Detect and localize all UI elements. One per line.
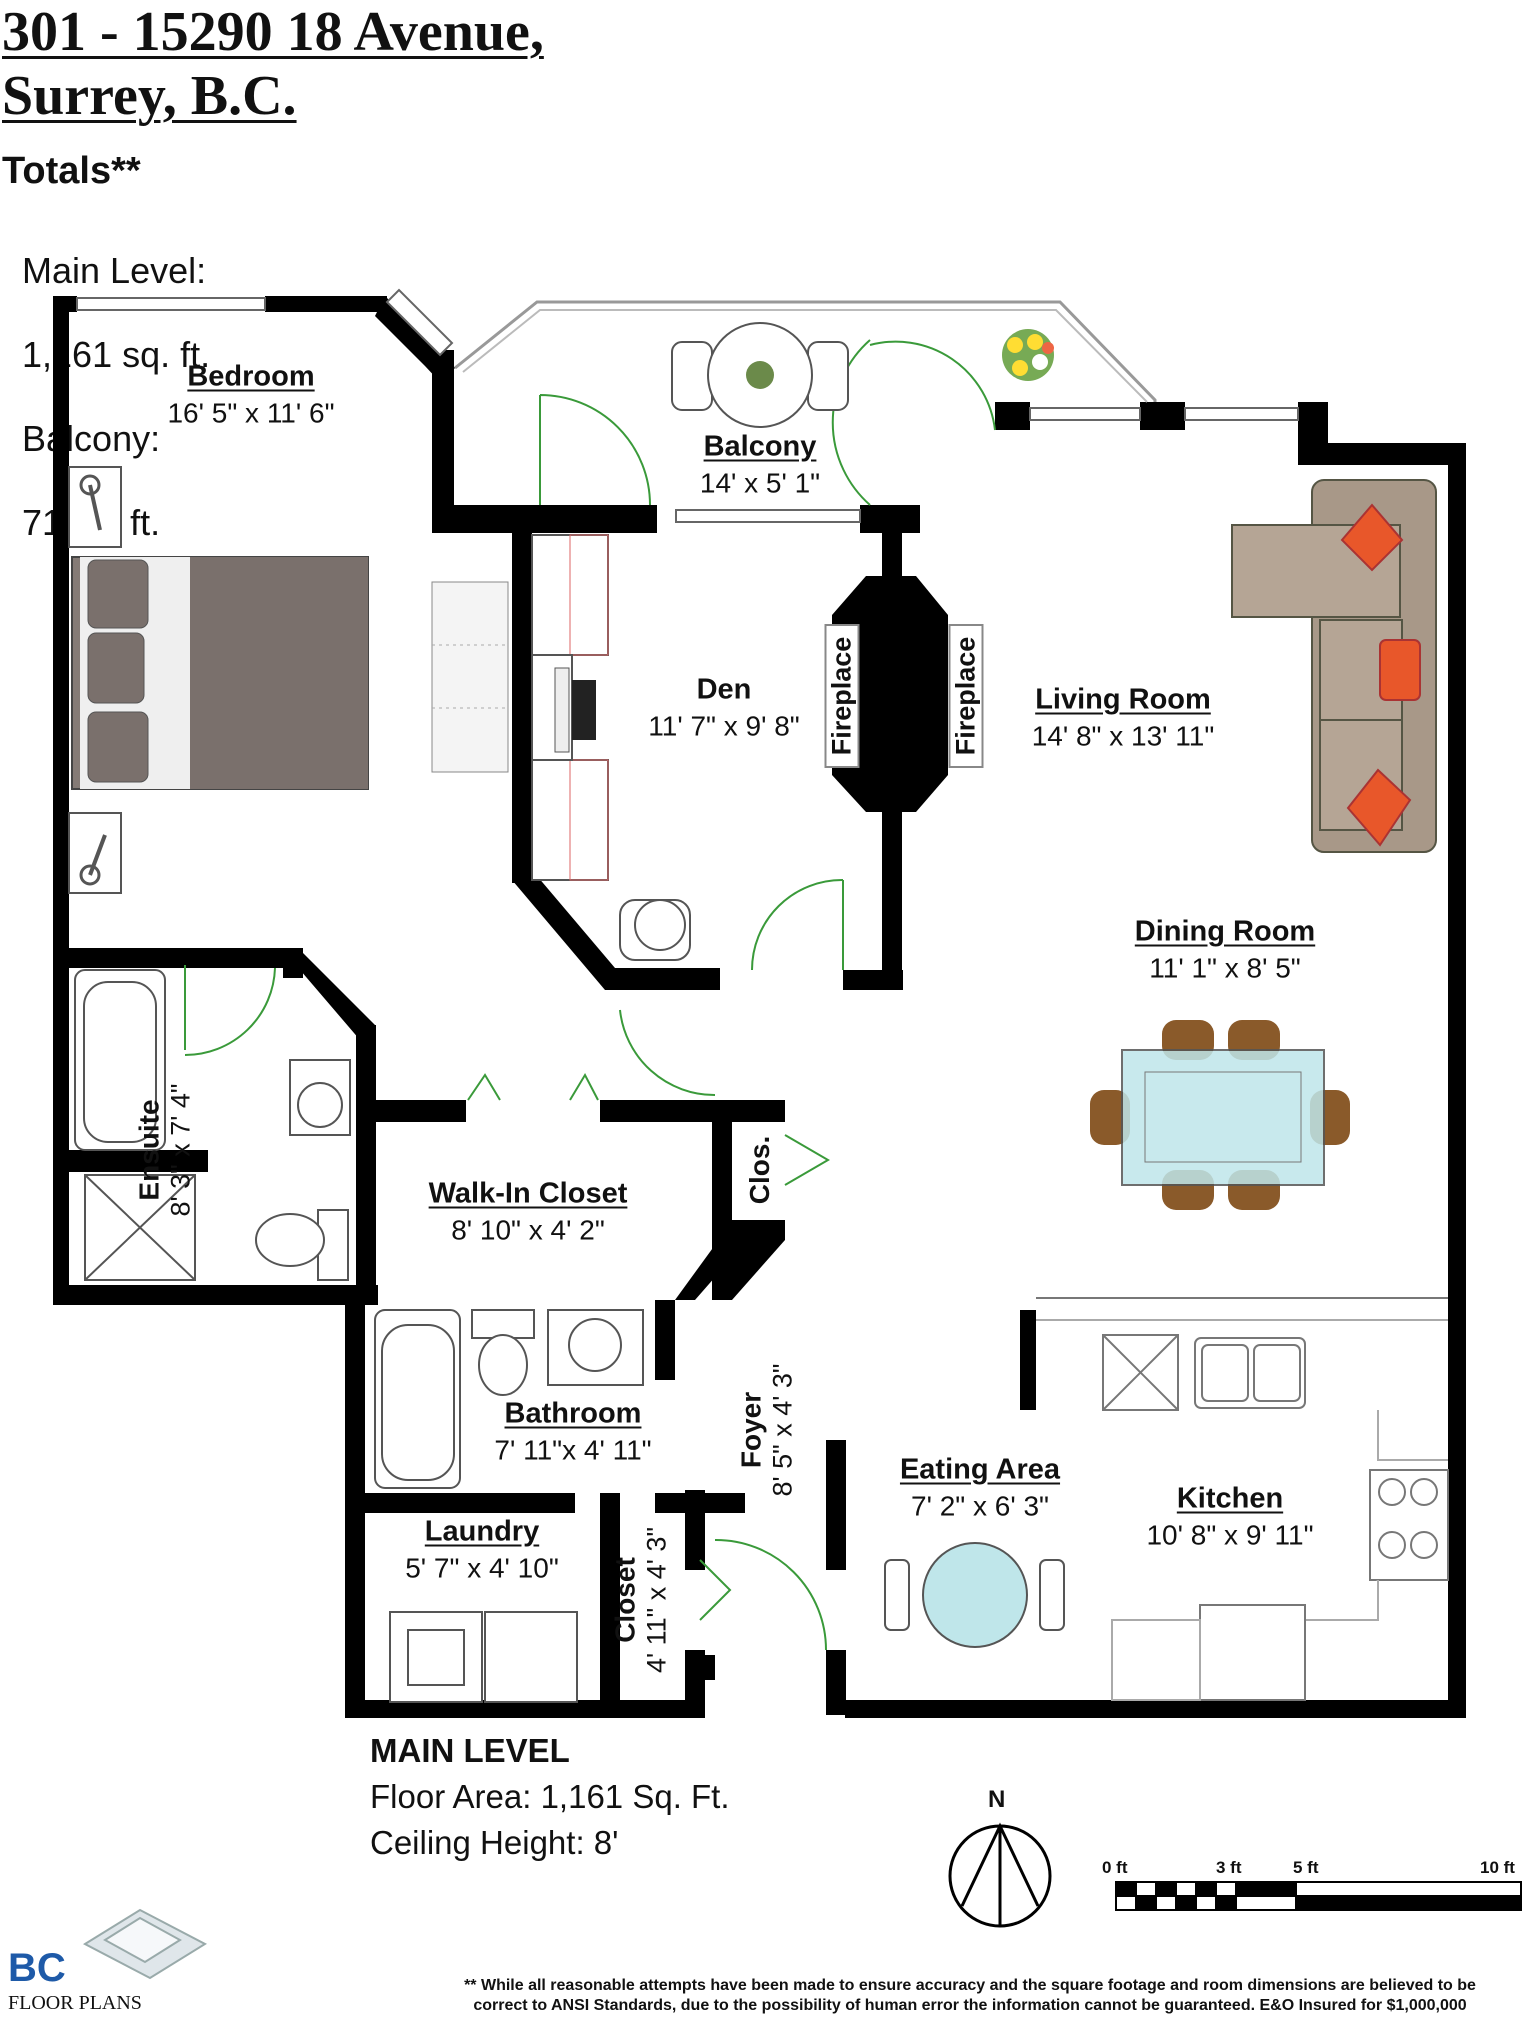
compass-rose xyxy=(948,1822,1052,1928)
totals-line: Main Level: 1,161 sq. ft. Balcony: 71 sq… xyxy=(2,208,210,544)
balcony-furniture xyxy=(671,322,1054,428)
room-closet-name: Closet xyxy=(609,1557,641,1643)
room-balcony-dims: 14' x 5' 1" xyxy=(699,467,821,499)
room-laundry-name: Laundry xyxy=(424,1515,540,1548)
logo-graphic xyxy=(82,1908,208,1980)
room-kitchen-name: Kitchen xyxy=(1176,1482,1284,1515)
room-closet-dims: 4' 11" x 4' 3" xyxy=(641,1526,672,1674)
room-bathroom-name: Bathroom xyxy=(504,1397,642,1430)
room-balcony: Balcony 14' x 5' 1" xyxy=(700,431,820,500)
room-bathroom: Bathroom 7' 11"x 4' 11" xyxy=(494,1398,651,1467)
room-bedroom-dims: 16' 5" x 11' 6" xyxy=(167,397,335,429)
room-eating-name: Eating Area xyxy=(899,1453,1061,1486)
room-walkin-name: Walk-In Closet xyxy=(428,1177,628,1210)
level-floor-area: Floor Area: 1,161 Sq. Ft. xyxy=(370,1778,730,1815)
sofa xyxy=(1231,479,1437,853)
door-swings xyxy=(184,339,996,1651)
totals-heading: Totals** xyxy=(2,150,141,192)
room-foyer-name: Foyer xyxy=(735,1391,767,1469)
scale-label-5: 5 ft xyxy=(1293,1858,1319,1877)
room-kitchen-dims: 10' 8" x 9' 11" xyxy=(1146,1519,1314,1551)
footer-line-1: ** While all reasonable attempts have be… xyxy=(464,1977,1476,1994)
room-bedroom-name: Bedroom xyxy=(187,360,315,393)
room-closet: Closet 4' 11" x 4' 3" xyxy=(610,1510,673,1690)
logo-bc: BC xyxy=(8,1946,66,1990)
room-ensuite-name: Ensuite xyxy=(133,1099,165,1201)
kitchen-fixtures xyxy=(1036,1297,1449,1701)
windows xyxy=(76,288,1299,523)
room-clos: Clos. xyxy=(744,1120,776,1220)
fireplace-left-label: Fireplace xyxy=(824,624,860,768)
room-living: Living Room 14' 8" x 13' 11" xyxy=(1032,684,1215,753)
level-ceiling-height: Ceiling Height: 8' xyxy=(370,1824,619,1861)
room-eating: Eating Area 7' 2" x 6' 3" xyxy=(900,1454,1060,1523)
room-den-dims: 11' 7" x 9' 8" xyxy=(648,710,800,742)
room-living-dims: 14' 8" x 13' 11" xyxy=(1031,720,1215,752)
den-furniture xyxy=(531,534,691,961)
room-walkin-dims: 8' 10" x 4' 2" xyxy=(451,1214,605,1246)
address-line-2: Surrey, B.C. xyxy=(2,65,297,127)
room-dining: Dining Room 11' 1" x 8' 5" xyxy=(1135,916,1315,985)
room-den: Den 11' 7" x 9' 8" xyxy=(648,674,799,743)
main-level-label: Main Level: xyxy=(22,250,207,291)
room-laundry: Laundry 5' 7" x 4' 10" xyxy=(405,1516,559,1585)
dining-set xyxy=(1090,1020,1350,1210)
room-eating-dims: 7' 2" x 6' 3" xyxy=(911,1490,1049,1522)
room-bedroom: Bedroom 16' 5" x 11' 6" xyxy=(167,361,334,430)
room-living-name: Living Room xyxy=(1035,683,1211,716)
level-heading: MAIN LEVEL xyxy=(370,1732,570,1769)
walls xyxy=(53,296,1466,1718)
bedroom-furniture xyxy=(68,466,509,894)
room-balcony-name: Balcony xyxy=(703,430,817,463)
room-walkin-closet: Walk-In Closet 8' 10" x 4' 2" xyxy=(429,1178,628,1247)
scale-label-3: 3 ft xyxy=(1216,1858,1242,1877)
balcony-label: Balcony: xyxy=(22,418,161,459)
footer-disclaimer: ** While all reasonable attempts have be… xyxy=(420,1976,1520,2016)
eating-set xyxy=(884,1542,1065,1648)
balcony-rail xyxy=(454,300,1157,402)
room-dining-dims: 11' 1" x 8' 5" xyxy=(1149,952,1301,984)
room-foyer-dims: 8' 5" x 4' 3" xyxy=(767,1363,798,1497)
laundry-machines xyxy=(389,1611,578,1703)
room-den-name: Den xyxy=(696,673,752,706)
room-clos-name: Clos. xyxy=(744,1135,775,1205)
room-bathroom-dims: 7' 11"x 4' 11" xyxy=(494,1434,652,1466)
address-title: 301 - 15290 18 Avenue, Surrey, B.C. xyxy=(2,0,544,128)
address-line-1: 301 - 15290 18 Avenue, xyxy=(2,1,544,63)
room-dining-name: Dining Room xyxy=(1134,915,1316,948)
compass-north-label: N xyxy=(988,1786,1006,1813)
bathroom-fixtures xyxy=(374,1309,644,1489)
room-ensuite-dims: 8' 3" x 7' 4" xyxy=(165,1083,196,1217)
room-kitchen: Kitchen 10' 8" x 9' 11" xyxy=(1146,1483,1313,1552)
logo-floor-plans: FLOOR PLANS xyxy=(8,1992,142,2014)
footer-line-2: correct to ANSI Standards, due to the po… xyxy=(473,1997,1467,2014)
scale-label-10: 10 ft xyxy=(1480,1858,1515,1877)
scale-label-0: 0 ft xyxy=(1102,1858,1128,1877)
fireplace-right-label: Fireplace xyxy=(948,624,984,768)
ensuite-fixtures xyxy=(74,969,351,1281)
room-foyer: Foyer 8' 5" x 4' 3" xyxy=(736,1330,799,1530)
room-laundry-dims: 5' 7" x 4' 10" xyxy=(405,1552,559,1584)
room-ensuite: Ensuite 8' 3" x 7' 4" xyxy=(134,1070,197,1230)
scale-bar xyxy=(1115,1881,1522,1911)
